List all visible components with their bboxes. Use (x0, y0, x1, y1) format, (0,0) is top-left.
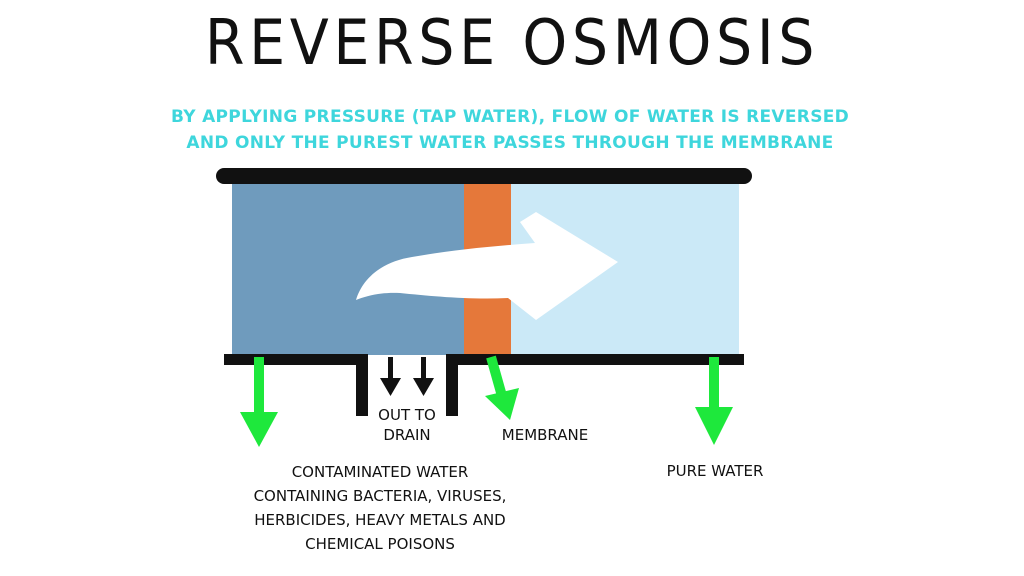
pure-water-label: PURE WATER (666, 462, 764, 480)
flow-arrow-icon (356, 212, 618, 320)
drain-label-line-1: OUT TO (378, 406, 436, 424)
down-arrow-icon (413, 357, 434, 396)
contaminated-label-line: CONTAINING BACTERIA, VIRUSES, (253, 487, 507, 505)
tank-bottom-wall-right (446, 354, 744, 365)
subtitle-line-1: BY APPLYING PRESSURE (TAP WATER), FLOW O… (170, 107, 850, 127)
drain-wall-left (356, 354, 368, 416)
drain-label: OUT TO DRAIN (358, 405, 456, 445)
tank-top-wall (216, 168, 752, 184)
green-arrow-icon (695, 357, 733, 445)
contaminated-label-line: CONTAMINATED WATER (291, 463, 469, 481)
membrane-label: MEMBRANE (501, 426, 589, 444)
contaminated-label-line: HERBICIDES, HEAVY METALS AND (254, 511, 506, 529)
subtitle-line-2: AND ONLY THE PUREST WATER PASSES THROUGH… (186, 133, 834, 153)
green-arrow-icon (240, 357, 278, 447)
drain-label-line-2: DRAIN (383, 426, 431, 444)
tank-bottom-wall-left (224, 354, 360, 365)
contaminated-label-line: CHEMICAL POISONS (305, 535, 455, 553)
green-arrow-icon (485, 355, 519, 420)
contaminated-water-label: CONTAMINATED WATER CONTAINING BACTERIA, … (170, 460, 590, 556)
drain-wall-right (446, 354, 458, 416)
down-arrow-icon (380, 357, 401, 396)
diagram-title: REVERSE OSMOSIS (204, 6, 820, 79)
